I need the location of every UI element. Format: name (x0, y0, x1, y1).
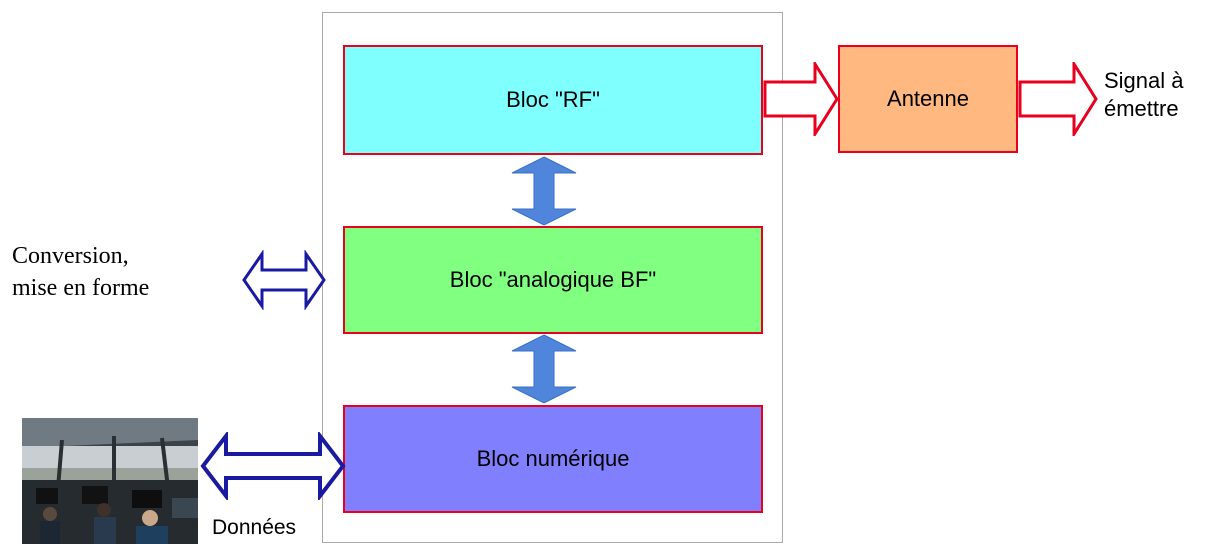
rf-block-label: Bloc "RF" (506, 87, 600, 112)
analog-numeric-double-arrow (511, 334, 577, 404)
signal-label-line1: Signal à (1104, 68, 1184, 93)
rf-analog-double-arrow (511, 156, 577, 226)
rf-block: Bloc "RF" (343, 45, 763, 155)
signal-label: Signal à émettre (1104, 67, 1184, 123)
control-tower-photo (22, 418, 198, 544)
analog-bf-block: Bloc "analogique BF" (343, 226, 763, 334)
data-double-arrow (200, 432, 346, 500)
conversion-label-line2: mise en forme (12, 275, 150, 301)
antenna-to-signal-arrow (1018, 62, 1098, 136)
analog-block-label: Bloc "analogique BF" (449, 267, 657, 292)
data-label: Données (212, 516, 297, 539)
antenna-block: Antenne (838, 45, 1018, 153)
rf-to-antenna-arrow (763, 62, 839, 136)
numeric-block-label: Bloc numérique (476, 446, 630, 471)
antenna-block-label: Antenne (887, 86, 969, 111)
signal-label-line2: émettre (1104, 96, 1179, 121)
numeric-block: Bloc numérique (343, 405, 763, 513)
conversion-label-line1: Conversion, (12, 243, 129, 269)
conversion-double-arrow (242, 250, 326, 310)
conversion-label: Conversion, mise en forme (12, 240, 149, 304)
